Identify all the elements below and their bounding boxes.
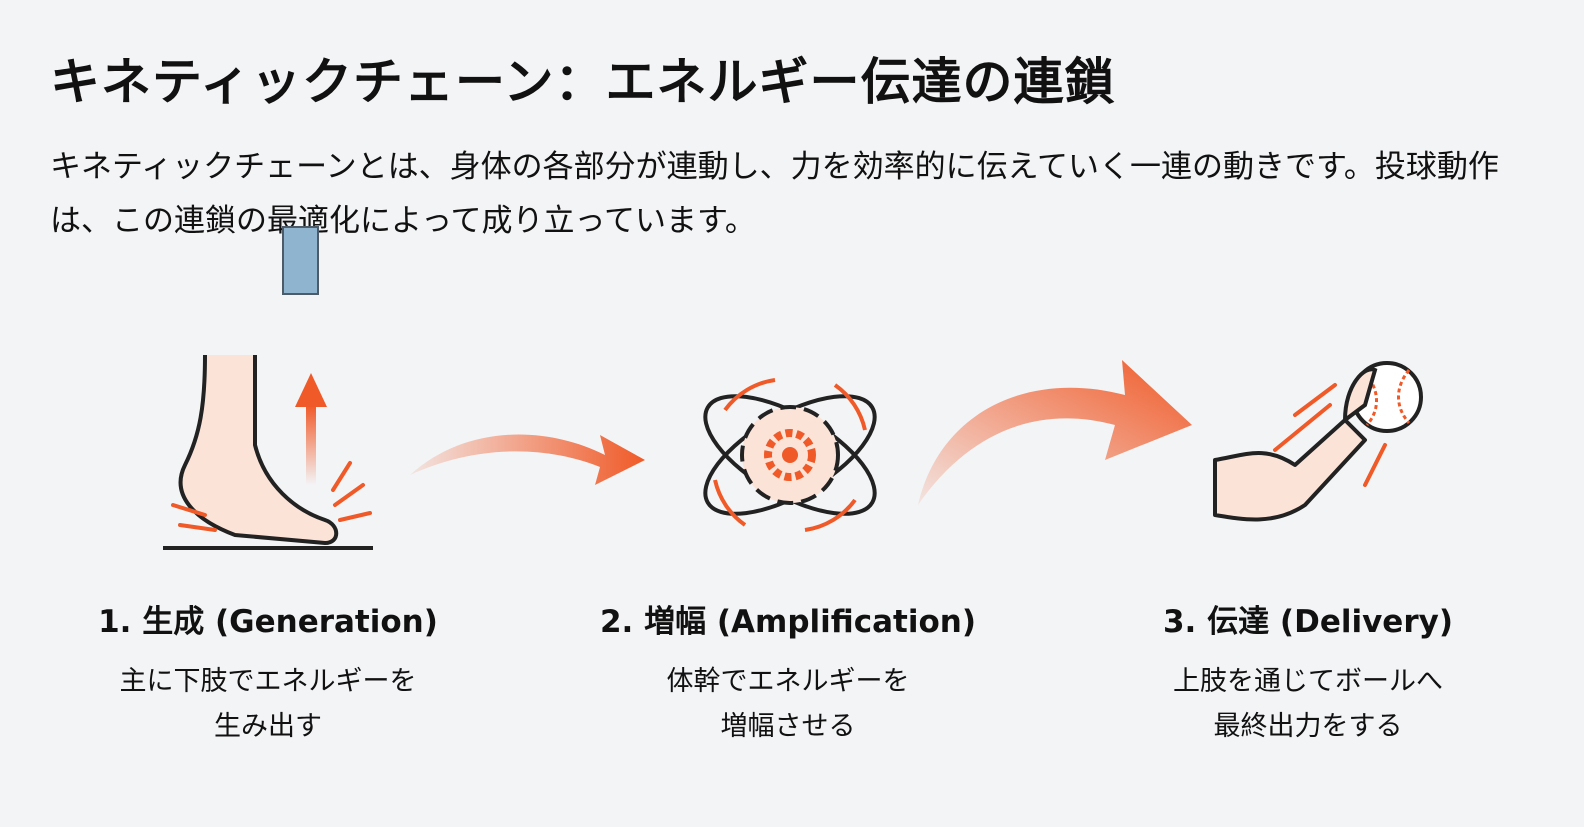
step-delivery: 3. 伝達 (Delivery) 上肢を通じてボールへ最終出力をする [1098,596,1518,749]
step-description-line: 上肢を通じてボールへ [1173,666,1443,697]
core-gear-icon [703,378,877,532]
arrow-icon [918,360,1192,505]
step-description: 主に下肢でエネルギーを生み出す [58,659,478,749]
foot-push-icon [163,354,373,550]
arm-ball-icon [1213,361,1423,522]
step-generation: 1. 生成 (Generation) 主に下肢でエネルギーを生み出す [58,596,478,749]
intro-paragraph: キネティックチェーンとは、身体の各部分が連動し、力を効率的に伝えていく一連の動き… [50,149,1499,239]
step-heading: 3. 伝達 (Delivery) [1162,604,1453,640]
step-description-line: 増幅させる [720,711,856,742]
text-cursor-marker [282,226,319,295]
step-amplification: 2. 増幅 (Amplification) 体幹でエネルギーを増幅させる [578,596,998,749]
step-description-line: 主に下肢でエネルギーを [119,666,417,697]
step-description-line: 生み出す [214,711,322,742]
arrow-icon [410,434,645,485]
step-description: 体幹でエネルギーを増幅させる [578,659,998,749]
step-description: 上肢を通じてボールへ最終出力をする [1098,659,1518,749]
page-title: キネティックチェーン：エネルギー伝達の連鎖 [50,53,1116,111]
step-description-line: 最終出力をする [1213,711,1403,742]
step-description-line: 体幹でエネルギーを [666,666,910,697]
step-heading: 2. 増幅 (Amplification) [599,604,977,640]
step-heading: 1. 生成 (Generation) [98,604,438,640]
